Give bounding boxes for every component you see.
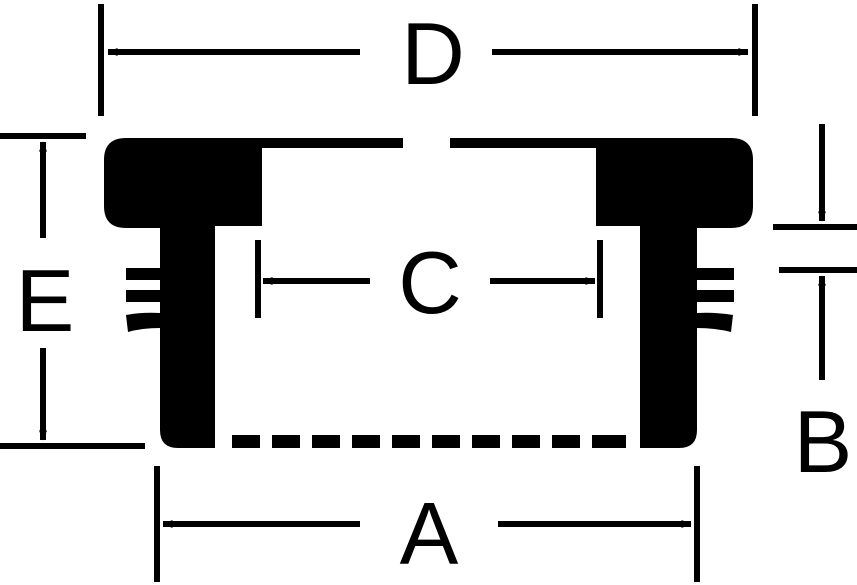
- dimension-b: [773, 124, 857, 380]
- right-rib-1: [697, 268, 734, 280]
- cap-plug-body: [104, 138, 753, 448]
- left-rib-2: [126, 290, 160, 302]
- dimension-e: [0, 133, 145, 449]
- right-rib-3: [697, 312, 733, 332]
- left-rib-3: [126, 312, 160, 332]
- left-rib-1: [126, 268, 160, 280]
- label-a: A: [400, 484, 459, 583]
- top-line-left: [200, 138, 403, 148]
- right-flange-stem: [596, 138, 753, 448]
- dimension-c: [255, 240, 603, 318]
- label-d: D: [401, 4, 465, 103]
- label-b: B: [794, 392, 853, 491]
- label-e: E: [16, 251, 75, 350]
- top-line-right: [450, 138, 610, 148]
- label-c: C: [398, 233, 462, 332]
- bottom-dashed-line: [232, 435, 626, 448]
- dimension-d: [98, 4, 758, 116]
- left-flange-stem: [104, 138, 262, 448]
- dimension-a: [154, 466, 700, 582]
- right-rib-2: [697, 290, 734, 302]
